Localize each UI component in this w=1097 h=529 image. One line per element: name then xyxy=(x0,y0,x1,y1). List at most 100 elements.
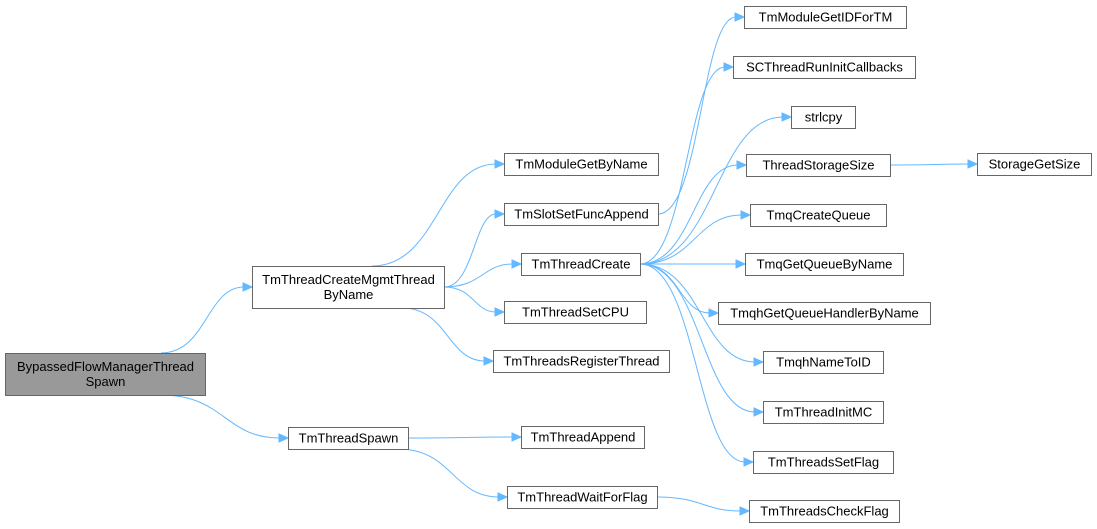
node-box xyxy=(252,266,445,309)
node-box xyxy=(977,153,1092,176)
node-slotappend[interactable]: TmSlotSetFuncAppend xyxy=(504,203,659,226)
edge-arrowhead xyxy=(734,12,746,22)
node-label: TmqhNameToID xyxy=(776,355,871,370)
edge-slotappend-getidfortm xyxy=(657,16,737,215)
node-box xyxy=(521,253,641,276)
node-getsize[interactable]: StorageGetSize xyxy=(977,153,1092,176)
node-label: TmThreadWaitForFlag xyxy=(517,490,647,505)
node-label: TmSlotSetFuncAppend xyxy=(514,207,648,222)
node-box xyxy=(746,154,891,177)
edge-arrowhead xyxy=(511,259,523,269)
edge-arrowhead xyxy=(511,432,523,442)
node-box xyxy=(288,427,409,450)
edge-arrowhead xyxy=(736,160,748,170)
edge-arrowhead xyxy=(743,457,755,467)
node-waitflag[interactable]: TmThreadWaitForFlag xyxy=(507,486,658,509)
edge-tcreate-storagesize xyxy=(639,164,739,265)
edge-mgmt-slotappend xyxy=(443,213,497,288)
node-label: StorageGetSize xyxy=(989,157,1081,172)
node-runinit[interactable]: SCThreadRunInitCallbacks xyxy=(733,56,916,79)
edge-mgmt-tcreate xyxy=(443,263,514,288)
edge-arrowhead xyxy=(708,308,720,318)
node-label: ThreadStorageSize xyxy=(762,158,874,173)
node-getidfortm[interactable]: TmModuleGetIDForTM xyxy=(744,6,907,29)
node-label: TmThreadAppend xyxy=(531,430,636,445)
node-box xyxy=(744,6,907,29)
node-label: TmThreadCreateMgmtThread xyxy=(262,272,435,287)
node-handler[interactable]: TmqhGetQueueHandlerByName xyxy=(718,302,931,325)
node-box xyxy=(733,56,916,79)
node-tappend[interactable]: TmThreadAppend xyxy=(521,426,645,449)
node-box xyxy=(718,302,931,325)
node-label: TmqCreateQueue xyxy=(766,208,870,223)
node-setflag[interactable]: TmThreadsSetFlag xyxy=(753,451,894,474)
edge-arrowhead xyxy=(753,357,765,367)
node-box xyxy=(504,301,647,324)
node-label: strlcpy xyxy=(805,110,843,125)
node-label: TmqhGetQueueHandlerByName xyxy=(730,306,919,321)
node-tcreate[interactable]: TmThreadCreate xyxy=(521,253,641,276)
edge-tcreate-strlcpy xyxy=(639,116,784,265)
edge-arrowhead xyxy=(967,159,979,169)
node-label: TmThreadsCheckFlag xyxy=(760,504,889,519)
node-label: TmModuleGetByName xyxy=(515,157,647,172)
node-label: SCThreadRunInitCallbacks xyxy=(746,60,903,75)
edge-mgmt-register xyxy=(401,307,486,362)
edge-arrowhead xyxy=(740,210,752,220)
node-getqueue[interactable]: TmqGetQueueByName xyxy=(745,253,904,276)
node-spawn[interactable]: TmThreadSpawn xyxy=(288,427,409,450)
node-box xyxy=(750,204,887,227)
edge-arrowhead xyxy=(483,356,495,366)
edge-mgmt-getbyname xyxy=(371,163,497,267)
edge-arrowhead xyxy=(497,492,509,502)
node-nametoid[interactable]: TmqhNameToID xyxy=(763,351,884,374)
node-label: TmqGetQueueByName xyxy=(757,257,893,272)
node-setcpu[interactable]: TmThreadSetCPU xyxy=(504,301,647,324)
node-box xyxy=(753,451,894,474)
node-getbyname[interactable]: TmModuleGetByName xyxy=(504,153,659,176)
node-label: ByName xyxy=(324,287,374,302)
edge-tcreate-handler xyxy=(639,263,711,314)
node-storagesize[interactable]: ThreadStorageSize xyxy=(746,154,891,177)
edge-spawn-waitflag xyxy=(397,448,500,498)
node-register[interactable]: TmThreadsRegisterThread xyxy=(493,350,670,373)
edge-arrowhead xyxy=(753,407,765,417)
node-box xyxy=(791,106,856,129)
node-box xyxy=(493,350,670,373)
node-checkflag[interactable]: TmThreadsCheckFlag xyxy=(749,500,900,523)
node-box xyxy=(507,486,658,509)
node-box xyxy=(763,401,884,424)
edge-waitflag-checkflag xyxy=(656,496,742,512)
edge-arrowhead xyxy=(242,282,254,292)
node-label: TmThreadSpawn xyxy=(299,431,399,446)
edge-arrowhead xyxy=(494,209,506,219)
edge-arrowhead xyxy=(781,112,793,122)
node-label: TmThreadSetCPU xyxy=(522,305,629,320)
node-box xyxy=(521,426,645,449)
node-box xyxy=(504,203,659,226)
node-label: TmThreadCreate xyxy=(532,257,631,272)
node-strlcpy[interactable]: strlcpy xyxy=(791,106,856,129)
edge-arrowhead xyxy=(735,259,747,269)
edge-arrowhead xyxy=(494,307,506,317)
edge-root-spawn xyxy=(160,394,281,439)
edge-arrowhead xyxy=(494,159,506,169)
edge-spawn-tappend xyxy=(407,436,514,439)
node-box xyxy=(504,153,659,176)
node-initmc[interactable]: TmThreadInitMC xyxy=(763,401,884,424)
node-label: TmThreadsRegisterThread xyxy=(503,354,659,369)
node-label: TmThreadsSetFlag xyxy=(768,455,879,470)
node-createqueue[interactable]: TmqCreateQueue xyxy=(750,204,887,227)
node-box xyxy=(745,253,904,276)
node-box xyxy=(749,500,900,523)
edge-storagesize-getsize xyxy=(889,163,970,166)
node-label: TmModuleGetIDForTM xyxy=(759,10,893,25)
edge-arrowhead xyxy=(278,433,290,443)
node-label: Spawn xyxy=(86,374,126,389)
edge-tcreate-createqueue xyxy=(639,214,743,265)
node-box xyxy=(763,351,884,374)
